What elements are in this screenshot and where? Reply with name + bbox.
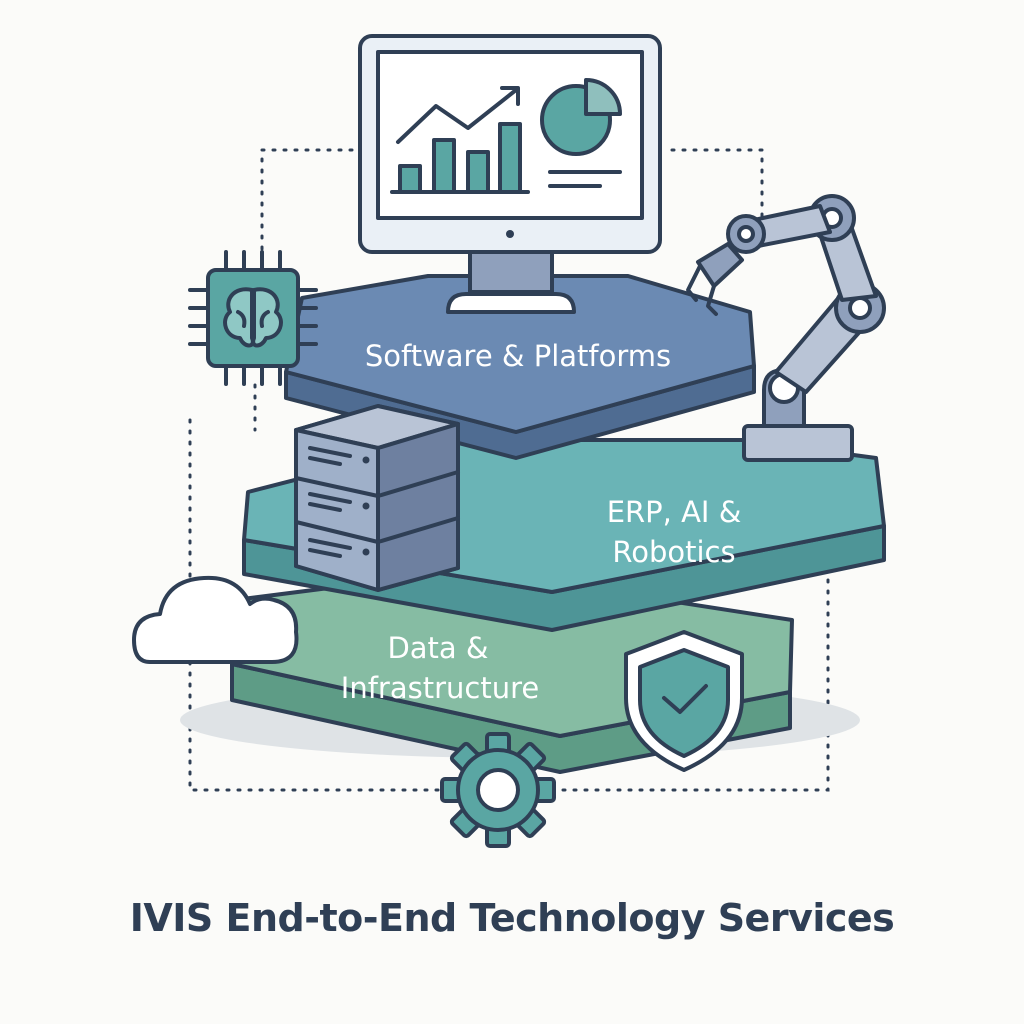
gear-icon <box>440 732 556 848</box>
diagram-caption: IVIS End-to-End Technology Services <box>129 896 895 940</box>
layer-data-label-line1: Data & <box>387 631 488 665</box>
dotted-connectors <box>188 148 830 792</box>
layer-data-label-line2: Infrastructure <box>341 671 539 705</box>
pie-chart-icon <box>540 78 622 188</box>
brain-icon <box>223 287 283 348</box>
cloud-icon <box>132 575 299 664</box>
robot-arm-icon <box>686 194 886 462</box>
bar-chart-icon <box>390 86 530 194</box>
layer-erp-label-line1: ERP, AI & <box>607 495 742 529</box>
shield-check-icon <box>624 630 744 772</box>
layer-erp-label-line2: Robotics <box>612 535 735 569</box>
ai-chip-icon <box>188 250 318 386</box>
monitor-icon <box>358 34 662 314</box>
layer-software-label: Software & Platforms <box>365 339 671 373</box>
server-icon <box>294 404 460 592</box>
